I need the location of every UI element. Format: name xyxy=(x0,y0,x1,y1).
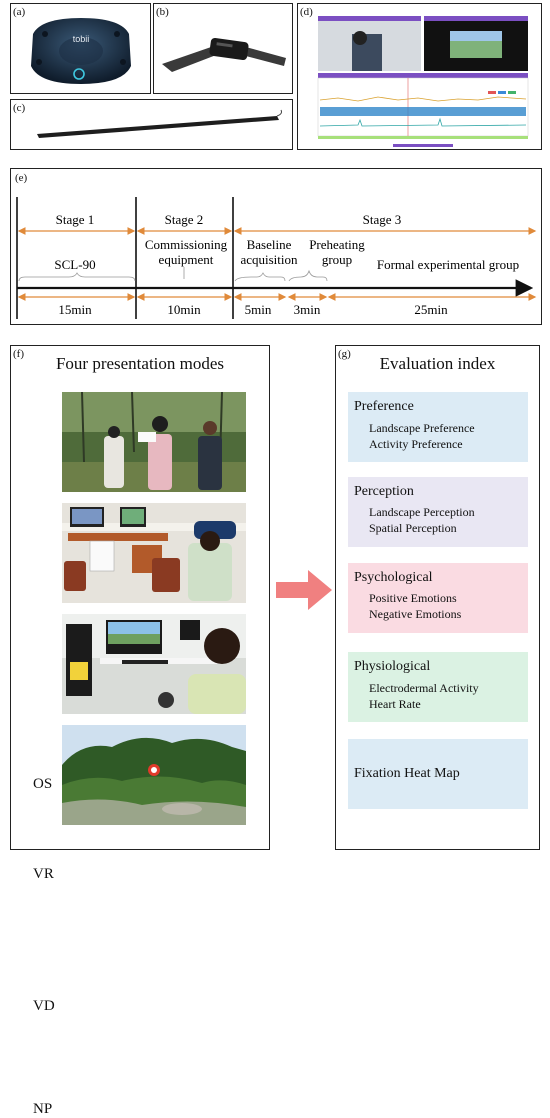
t-comm-line: equipment xyxy=(159,252,214,267)
panel-a: (a) tobii xyxy=(10,3,151,94)
item-heart-rate: Heart Rate xyxy=(369,697,421,711)
task-scl90: SCL-90 xyxy=(54,257,95,272)
item-negative-emotions: Negative Emotions xyxy=(369,607,462,621)
t-pre-line: group xyxy=(322,252,352,267)
category-preference: Preference xyxy=(354,399,414,414)
card-physiological: Physiological Electrodermal Activity Hea… xyxy=(348,652,528,722)
photo-natural-park xyxy=(62,725,246,825)
panel-d: (d) xyxy=(297,3,542,150)
item-activity-preference: Activity Preference xyxy=(369,437,463,451)
t-base-line: acquisition xyxy=(240,252,298,267)
t-base-line: Baseline xyxy=(247,237,292,252)
item-positive-emotions: Positive Emotions xyxy=(369,591,457,605)
category-physiological: Physiological xyxy=(354,659,431,674)
stage-3-label: Stage 3 xyxy=(363,212,402,227)
t-pre-line: Preheating xyxy=(309,237,365,252)
card-perception: Perception Landscape Perception Spatial … xyxy=(348,477,528,547)
item-landscape-preference: Landscape Preference xyxy=(369,421,475,435)
t-comm-line: Commissioning xyxy=(145,237,228,252)
duration-baseline: 5min xyxy=(245,302,272,317)
duration-formal: 25min xyxy=(414,302,448,317)
duration-preheating: 3min xyxy=(294,302,321,317)
panel-label-d: (d) xyxy=(300,6,313,18)
card-preference: Preference Landscape Preference Activity… xyxy=(348,392,528,462)
photo-video-display xyxy=(62,614,246,714)
mode-np-label: NP xyxy=(33,1101,53,1117)
task-formal-group: Formal experimental group xyxy=(377,257,519,272)
headset-brand: tobii xyxy=(73,34,90,44)
eye-tracker-bar-image xyxy=(37,109,282,138)
panel-c: (c) xyxy=(10,99,293,150)
panel-label-b: (b) xyxy=(156,6,169,18)
panel-label-g: (g) xyxy=(338,348,351,360)
stage-1-label: Stage 1 xyxy=(56,212,95,227)
item-landscape-perception: Landscape Perception xyxy=(369,505,475,519)
card-fixation-heat-map: Fixation Heat Map xyxy=(348,739,528,809)
flow-arrow xyxy=(276,570,332,610)
category-perception: Perception xyxy=(354,484,414,499)
presentation-title: Four presentation modes xyxy=(55,354,225,373)
panel-label-e: (e) xyxy=(15,172,28,184)
item-electrodermal-activity: Electrodermal Activity xyxy=(369,681,479,695)
panel-label-a: (a) xyxy=(13,6,26,18)
card-psychological: Psychological Positive Emotions Negative… xyxy=(348,563,528,633)
duration-stage-1: 15min xyxy=(58,302,92,317)
evaluation-title: Evaluation index xyxy=(379,354,496,373)
photo-outdoor-scene xyxy=(62,392,246,492)
chest-strap-sensor-image xyxy=(162,37,286,72)
photo-vr-setup xyxy=(62,503,246,603)
mode-vr-label: VR xyxy=(33,866,54,882)
experiment-timeline: Stage 1 Stage 2 Stage 3 SCL-90 Commissio… xyxy=(16,197,537,319)
panel-label-c: (c) xyxy=(13,102,26,114)
category-fixation-heat-map: Fixation Heat Map xyxy=(354,766,460,781)
recording-software-screenshot xyxy=(317,16,529,147)
panel-e: (e) Stage 1 Stage 2 Stage 3 SCL-90 Commi… xyxy=(10,168,542,325)
panel-b: (b) xyxy=(153,3,293,94)
category-psychological: Psychological xyxy=(354,570,433,585)
stage-2-label: Stage 2 xyxy=(165,212,204,227)
item-spatial-perception: Spatial Perception xyxy=(369,521,457,535)
mode-vd-label: VD xyxy=(33,998,55,1014)
mode-os-label: OS xyxy=(33,776,53,792)
panel-label-f: (f) xyxy=(13,348,24,360)
duration-stage-2: 10min xyxy=(167,302,201,317)
vr-headset-image: tobii xyxy=(31,18,131,84)
